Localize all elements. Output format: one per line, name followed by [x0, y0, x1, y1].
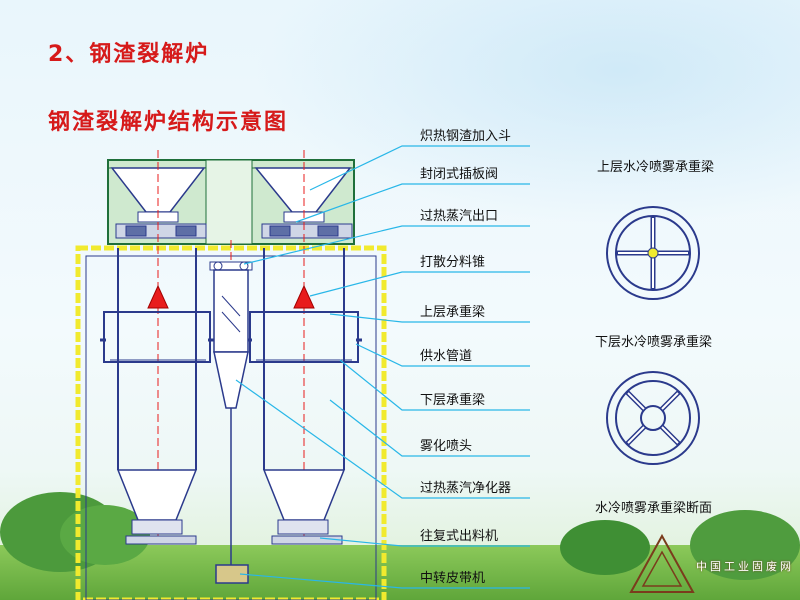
label-steam-purifier: 过热蒸汽净化器	[420, 481, 511, 496]
label-transfer-conveyor: 中转皮带机	[420, 571, 485, 586]
chamber-right	[246, 248, 362, 535]
reciprocating-feeders	[125, 535, 343, 545]
watermark-text: 中国工业固废网	[696, 560, 794, 573]
label-distribution-cone: 打散分料锥	[420, 255, 485, 270]
distribution-cone-right	[293, 284, 315, 309]
label-upper-beam: 上层承重梁	[420, 304, 485, 320]
transfer-belt-conveyor	[215, 564, 249, 584]
watermark-logo	[629, 533, 695, 593]
tree-left-2	[60, 505, 150, 565]
label-hot-slag-hopper: 炽热钢渣加入斗	[420, 129, 511, 144]
leader-lines	[235, 145, 530, 589]
label-reciprocating-feeder: 往复式出料机	[420, 529, 498, 544]
label-beam-cross-section: 水冷喷雾承重梁断面	[595, 500, 712, 516]
label-water-pipe: 供水管道	[420, 349, 472, 364]
label-superheated-steam-outlet: 过热蒸汽出口	[420, 209, 498, 224]
distribution-cone-left	[147, 284, 169, 309]
tree-right-2	[690, 510, 800, 580]
label-upper-section: 上层水冷喷雾承重梁	[597, 159, 714, 175]
label-lower-section: 下层水冷喷雾承重梁	[595, 334, 712, 350]
callout-labels: 炽热钢渣加入斗 封闭式插板阀 过热蒸汽出口 打散分料锥 上层承重梁 供水管道 下…	[420, 129, 511, 586]
chamber-left	[100, 248, 214, 535]
label-atomizing-nozzle: 雾化喷头	[420, 439, 472, 454]
lower-beam-section	[606, 371, 700, 465]
steam-purifier	[209, 261, 253, 565]
tree-right	[560, 520, 650, 575]
upper-beam-section	[606, 206, 700, 300]
label-lower-beam: 下层承重梁	[420, 392, 485, 408]
diagram-title: 钢渣裂解炉结构示意图	[48, 110, 289, 135]
label-sealed-gate-valve: 封闭式插板阀	[420, 167, 498, 182]
slide-heading: 2、钢渣裂解炉	[48, 42, 210, 67]
